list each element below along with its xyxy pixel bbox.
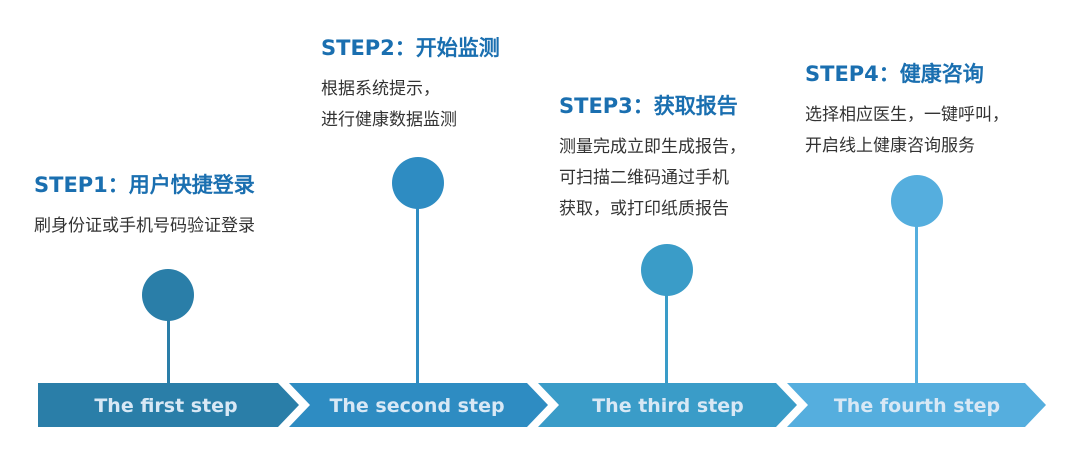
- step-4-text: STEP4：健康咨询 选择相应医生，一键呼叫， 开启线上健康咨询服务: [805, 60, 1009, 162]
- step-2-description: 根据系统提示， 进行健康数据监测: [321, 79, 457, 130]
- step-3-pin-dot: [641, 244, 693, 296]
- step-3-description: 测量完成立即生成报告， 可扫描二维码通过手机 获取，或打印纸质报告: [559, 137, 746, 219]
- arrow-step-1: [38, 383, 299, 427]
- arrow-step-2: [289, 383, 548, 427]
- step-2-pin-line: [416, 182, 419, 385]
- arrow-label-1: The first step: [94, 395, 237, 417]
- arrow-label-3: The third step: [592, 395, 744, 417]
- step-2-pin-dot: [392, 157, 444, 209]
- arrow-step-3: [538, 383, 797, 427]
- arrow-label-2: The second step: [329, 395, 504, 417]
- step-1-pin-dot: [142, 269, 194, 321]
- step-3-title: STEP3：获取报告: [559, 94, 738, 118]
- arrow-label-4: The fourth step: [834, 395, 1000, 417]
- step-1-title: STEP1：用户快捷登录: [34, 173, 255, 197]
- step-1-pin-line: [167, 295, 170, 385]
- step-1-description: 刷身份证或手机号码验证登录: [34, 216, 255, 236]
- step-4-title: STEP4：健康咨询: [805, 62, 984, 86]
- step-4-description: 选择相应医生，一键呼叫， 开启线上健康咨询服务: [805, 105, 1009, 156]
- step-3-text: STEP3：获取报告 测量完成立即生成报告， 可扫描二维码通过手机 获取，或打印…: [559, 92, 746, 225]
- step-2-text: STEP2：开始监测 根据系统提示， 进行健康数据监测: [321, 34, 500, 136]
- arrow-step-4: [787, 383, 1046, 427]
- step-4-pin-line: [915, 200, 918, 385]
- step-4-pin-dot: [891, 175, 943, 227]
- step-1-text: STEP1：用户快捷登录 刷身份证或手机号码验证登录: [34, 171, 255, 242]
- step-2-title: STEP2：开始监测: [321, 36, 500, 60]
- step-3-pin-line: [665, 269, 668, 385]
